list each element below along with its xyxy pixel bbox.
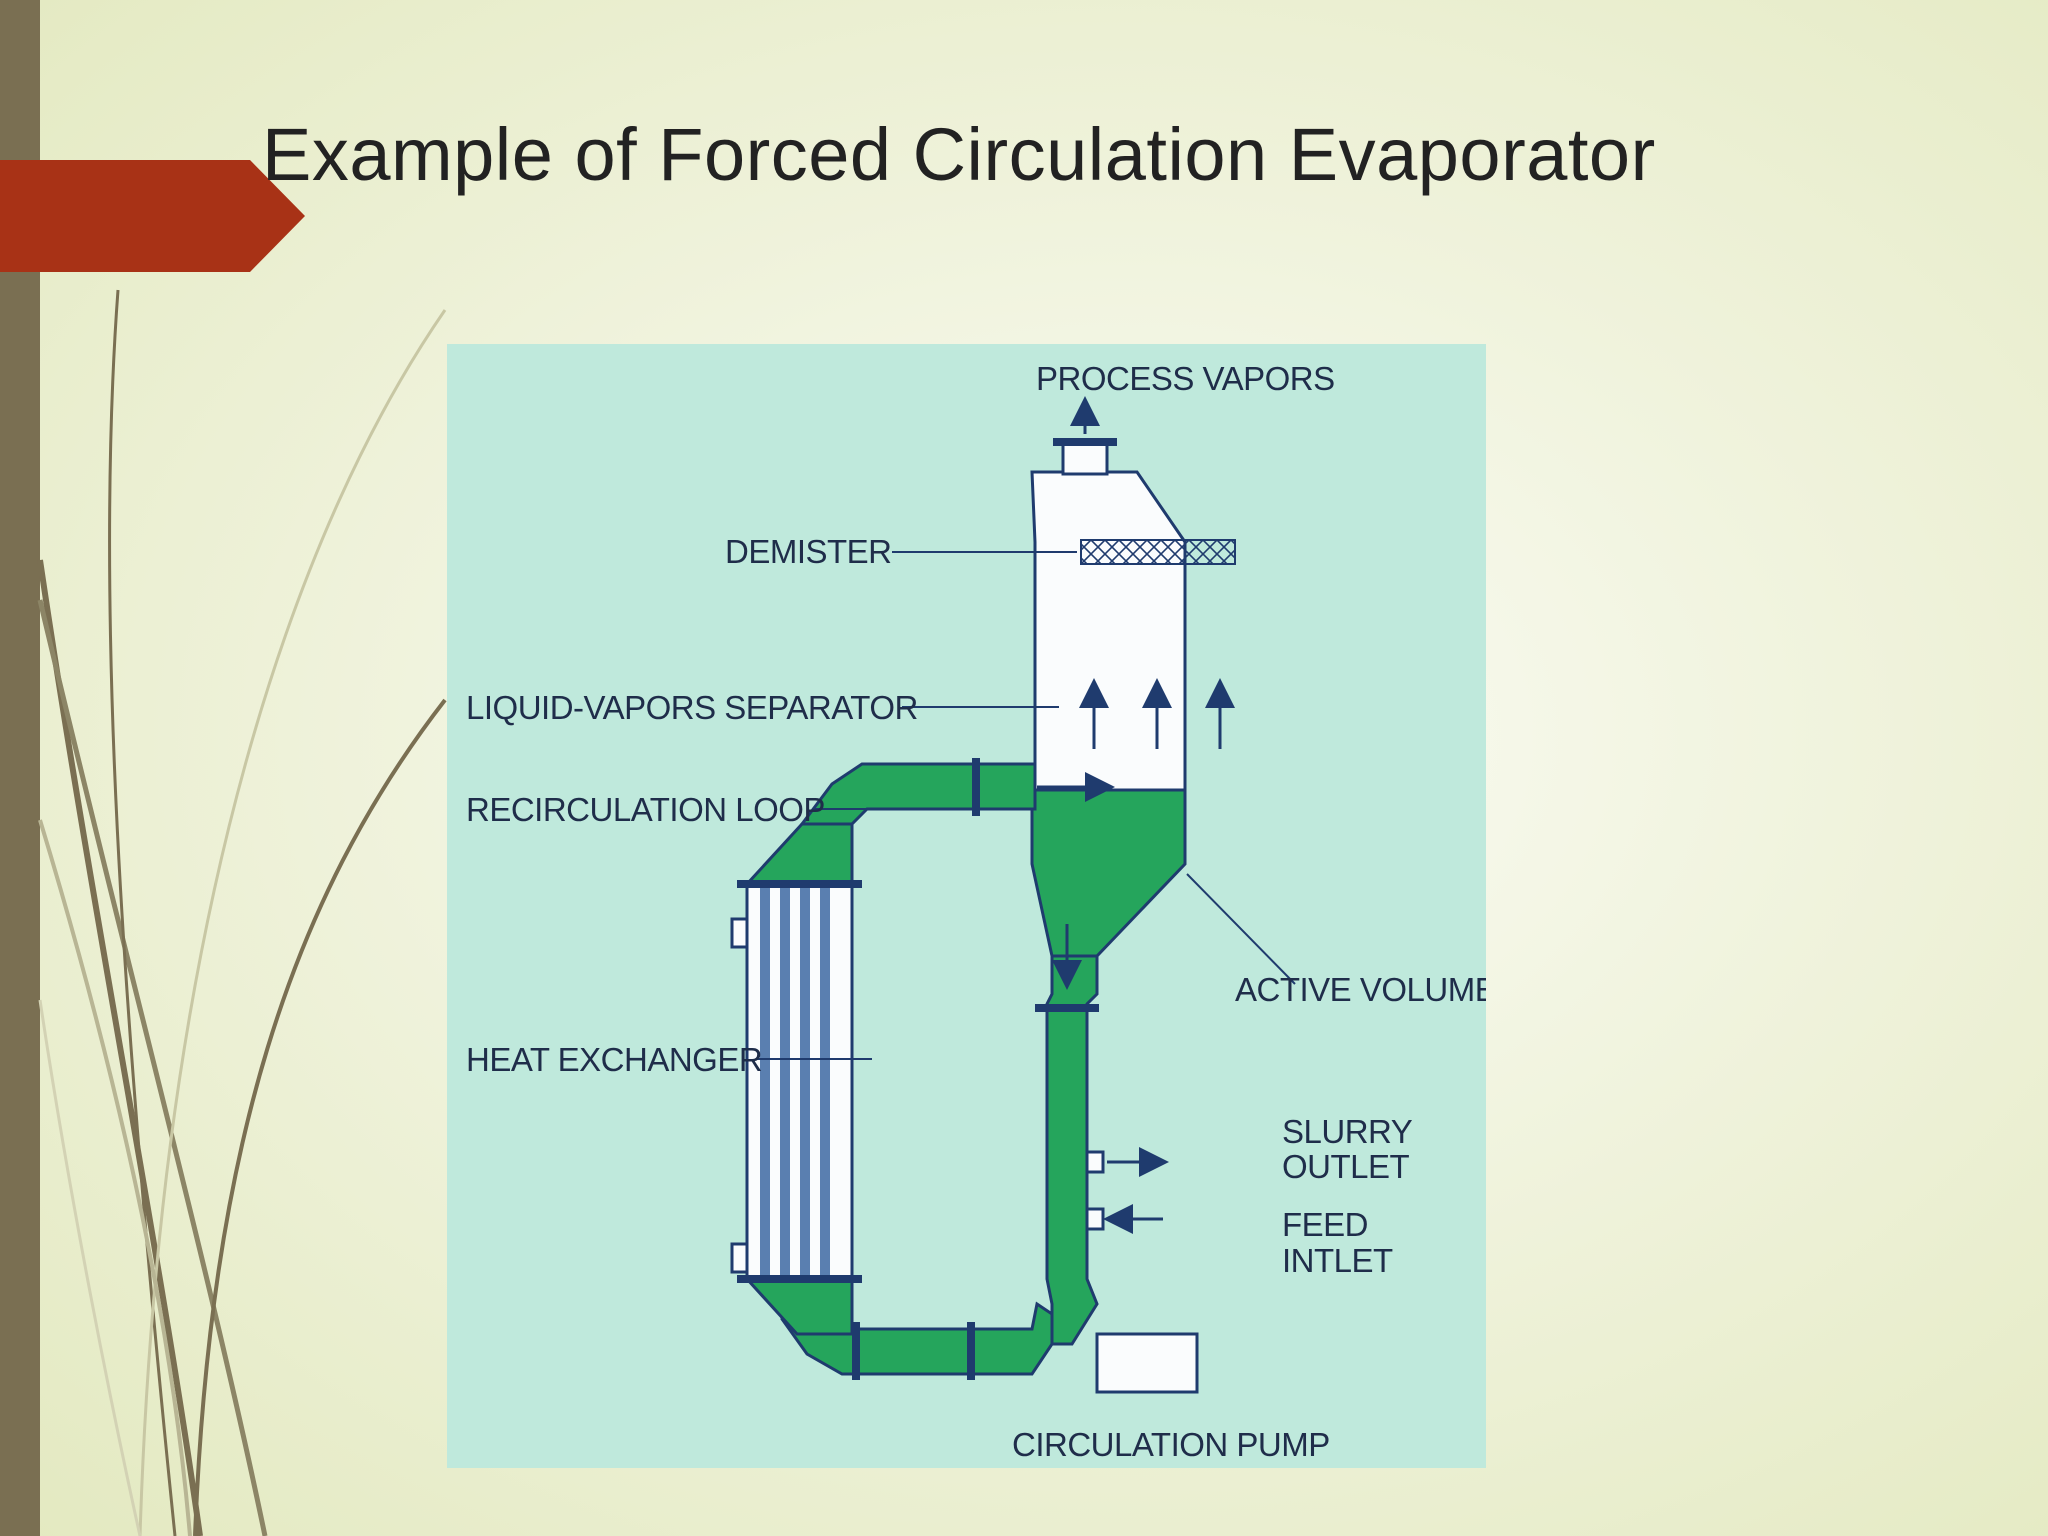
vapor-outlet-neck [1061,442,1109,476]
evaporator-diagram: PROCESS VAPORS DEMISTER LIQUID-VAPORS SE… [447,344,1486,1468]
diagram-background [447,344,1486,1468]
bottom-pipe-flange-2 [852,1322,860,1380]
heat-exchanger-tube-2 [780,884,790,1279]
label-slurry-outlet-1: SLURRY [1282,1113,1413,1150]
heat-exchanger-tube-3 [800,884,810,1279]
bottom-pipe-flange-1 [967,1322,975,1380]
label-circulation-pump: CIRCULATION PUMP [1012,1426,1330,1463]
vapor-outlet-flange [1053,438,1117,446]
label-active-volume: ACTIVE VOLUME [1235,971,1486,1008]
evaporator-diagram-svg: PROCESS VAPORS DEMISTER LIQUID-VAPORS SE… [447,344,1486,1468]
slurry-outlet-nozzle [1085,1150,1105,1174]
title-accent-tab [0,160,305,272]
label-recirculation-loop: RECIRCULATION LOOP [466,791,825,828]
label-process-vapors: PROCESS VAPORS [1036,360,1335,397]
accent-arrow-shape [0,160,305,272]
demister-mesh [1080,539,1236,565]
label-heat-exchanger: HEAT EXCHANGER [466,1041,762,1078]
circulation-pump-base [1095,1332,1199,1394]
label-slurry-outlet-2: OUTLET [1282,1148,1410,1185]
slide-title: Example of Forced Circulation Evaporator [262,113,1656,196]
label-separator: LIQUID-VAPORS SEPARATOR [466,689,918,726]
heat-exchanger-bottom-flange [737,1275,862,1283]
steam-nozzle-top [730,917,749,949]
active-volume-leader-line [1186,873,1296,985]
downcomer-flange [1035,1004,1099,1012]
heat-exchanger-tube-1 [760,884,770,1279]
label-feed-inlet-2: INTLET [1282,1242,1393,1279]
label-feed-inlet-1: FEED [1282,1206,1368,1243]
feed-inlet-nozzle [1085,1207,1105,1231]
steam-nozzle-bottom [730,1242,749,1274]
decorative-grass-strokes [37,289,447,1536]
label-demister: DEMISTER [725,533,892,570]
heat-exchanger-tube-4 [820,884,830,1279]
heat-exchanger-top-flange [737,880,862,888]
separator-upper-body [1030,470,1187,792]
recirculation-pipe-flange [972,758,980,816]
